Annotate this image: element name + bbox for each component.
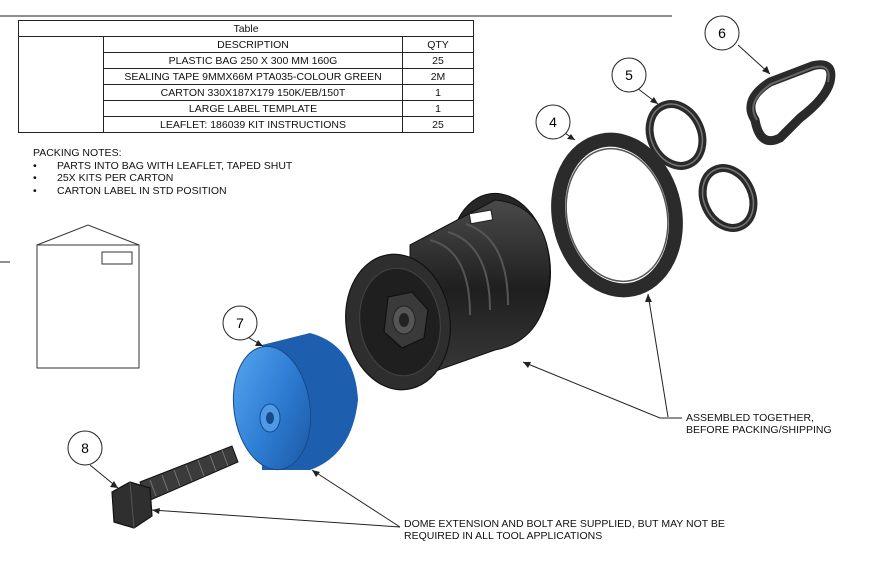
balloon-8-number: 8 — [81, 440, 89, 456]
balloon-4-number: 4 — [549, 114, 557, 130]
row-description: PLASTIC BAG 250 X 300 MM 160G — [103, 52, 403, 69]
dome-bolt-callout-line2: REQUIRED IN ALL TOOL APPLICATIONS — [404, 530, 603, 542]
row-description: SEALING TAPE 9MMX66M PTA035-COLOUR GREEN — [103, 68, 403, 85]
balloon-5: 5 — [611, 57, 647, 93]
main-body-assembly — [345, 192, 552, 391]
row-qty: 25 — [402, 116, 474, 133]
row-description: LEAFLET: 186039 KIT INSTRUCTIONS — [103, 116, 403, 133]
assembled-callout-line1: ASSEMBLED TOGETHER, — [686, 412, 814, 424]
table-row: LEAFLET: 186039 KIT INSTRUCTIONS 25 — [19, 116, 474, 133]
dome-bolt-callout-line1: DOME EXTENSION AND BOLT ARE SUPPLIED, BU… — [404, 518, 725, 530]
part-8-bolt — [111, 445, 239, 529]
table-row: SEALING TAPE 9MMX66M PTA035-COLOUR GREEN… — [19, 68, 474, 85]
balloon-6: 6 — [704, 15, 740, 51]
packing-note-text: 25X KITS PER CARTON — [57, 172, 174, 184]
part-6-link — [746, 60, 836, 146]
balloon-6-number: 6 — [718, 25, 726, 41]
packing-note-text: CARTON LABEL IN STD POSITION — [57, 184, 227, 197]
part-4-large-ring — [551, 132, 683, 298]
balloon-4: 4 — [535, 104, 571, 140]
packing-note-item: • 25X KITS PER CARTON — [33, 172, 292, 185]
bullet: • — [33, 184, 37, 197]
bag-label-icon — [36, 224, 140, 369]
part-5-o-ring-lower — [698, 164, 758, 232]
assembled-callout-line2: BEFORE PACKING/SHIPPING — [686, 424, 832, 436]
part-7-dome-extension — [232, 333, 358, 471]
part-5-o-ring-upper — [645, 100, 707, 170]
packing-notes: PACKING NOTES: • PARTS INTO BAG WITH LEAF… — [33, 147, 292, 197]
packing-note-item: • PARTS INTO BAG WITH LEAFLET, TAPED SHUT — [33, 160, 292, 173]
packing-note-item: • CARTON LABEL IN STD POSITION — [33, 185, 292, 198]
dome-bolt-callout: DOME EXTENSION AND BOLT ARE SUPPLIED, BU… — [404, 518, 725, 542]
table-row: PLASTIC BAG 250 X 300 MM 160G 25 — [19, 52, 474, 69]
assembled-callout: ASSEMBLED TOGETHER, BEFORE PACKING/SHIPP… — [686, 412, 832, 436]
balloon-8: 8 — [67, 430, 103, 466]
balloon-5-number: 5 — [625, 67, 633, 83]
packing-note-text: PARTS INTO BAG WITH LEAFLET, TAPED SHUT — [57, 159, 293, 172]
parts-table: Table DESCRIPTION QTY PLASTIC BAG 250 X … — [18, 20, 474, 133]
bullet: • — [33, 172, 37, 184]
packing-notes-heading: PACKING NOTES: — [33, 147, 122, 159]
arrowheads — [110, 66, 770, 514]
bullet: • — [33, 159, 37, 172]
row-qty: 2M — [402, 68, 474, 85]
balloon-7: 7 — [222, 305, 258, 341]
balloon-7-number: 7 — [236, 315, 244, 331]
